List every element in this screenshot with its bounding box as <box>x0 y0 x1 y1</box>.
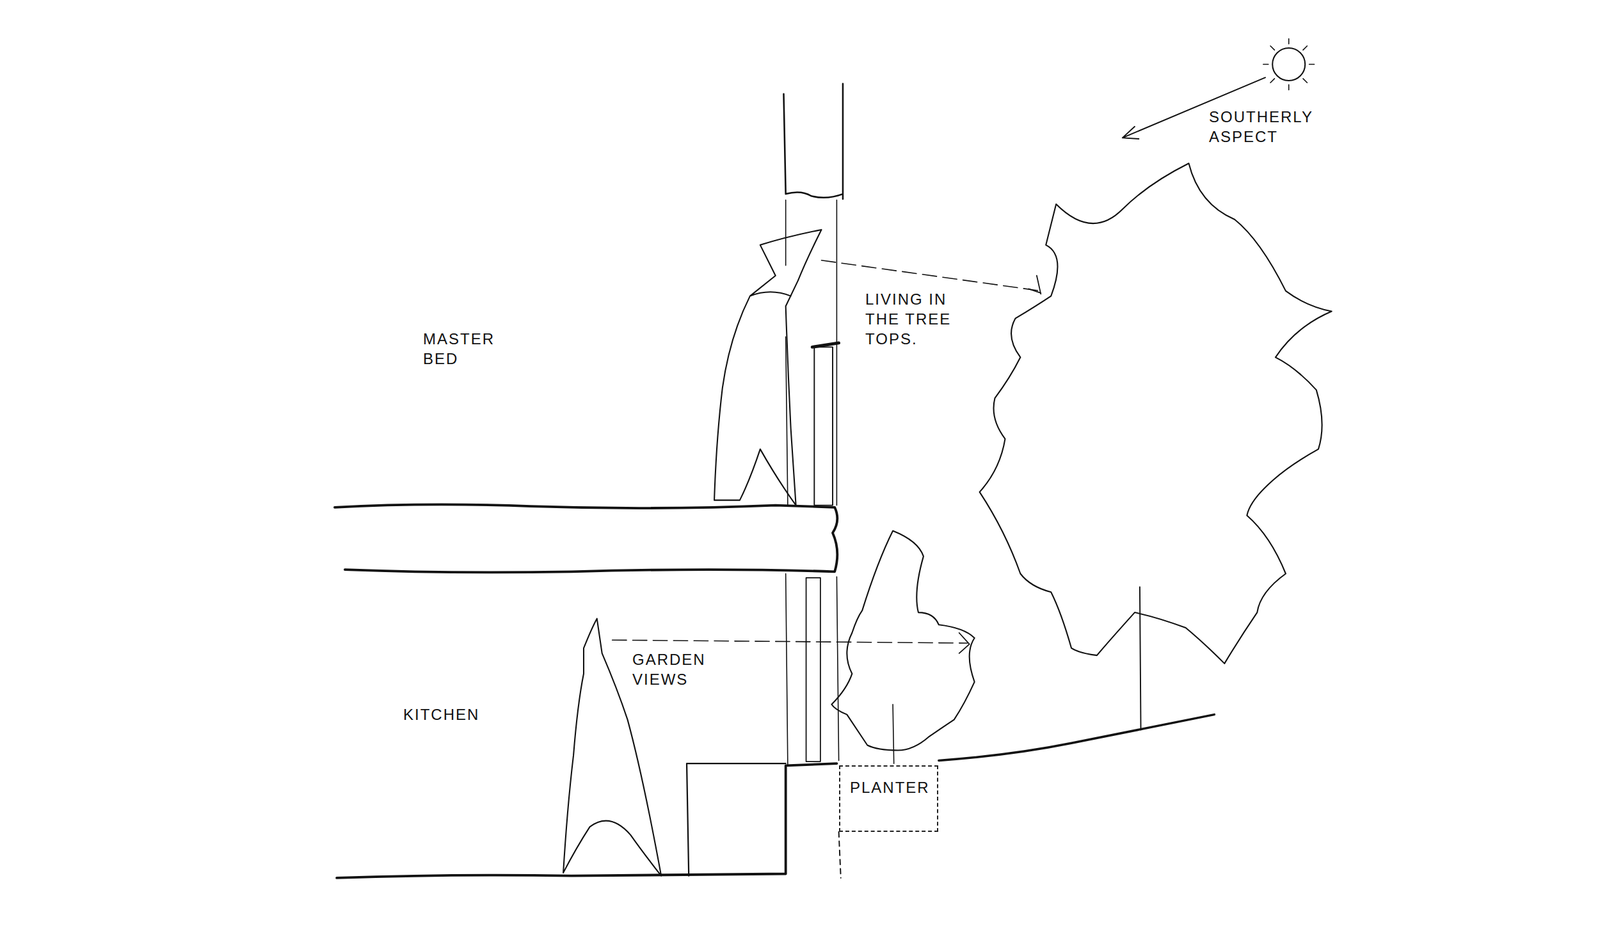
ground-line <box>938 714 1215 761</box>
kitchen-wall <box>785 573 788 766</box>
annotation-label: LIVING IN THE TREE TOPS. <box>863 288 976 351</box>
sightline-upper-tick <box>1028 275 1041 295</box>
kitchen-counter <box>686 763 786 876</box>
planter-box: PLANTER <box>839 765 939 832</box>
kitchen-floor <box>336 763 837 879</box>
annotation-label: SOUTHERLY ASPECT <box>1207 106 1339 148</box>
window-head <box>812 343 839 347</box>
kitchen-window <box>806 577 821 762</box>
planter-label: PLANTER <box>848 776 932 799</box>
annotation-label: KITCHEN <box>401 704 482 726</box>
sightline-upper <box>821 260 1041 292</box>
glazing-line <box>836 200 839 761</box>
shrub-trunk <box>892 704 895 765</box>
upper-wall <box>783 83 843 200</box>
planter-edge <box>839 832 841 879</box>
window-frame <box>814 346 833 505</box>
shrub <box>831 530 975 751</box>
figure-upper <box>714 229 822 506</box>
sun <box>1272 48 1305 81</box>
sightline-lower <box>612 640 968 644</box>
sun-rays <box>1263 39 1315 91</box>
annotation-label: MASTER BED <box>421 328 521 370</box>
tree-trunk <box>1139 586 1142 730</box>
annotation-label: GARDEN VIEWS <box>630 648 731 690</box>
sightline-lower-tick <box>959 632 970 654</box>
floor-slab <box>334 504 838 573</box>
tree-canopy <box>979 163 1332 664</box>
